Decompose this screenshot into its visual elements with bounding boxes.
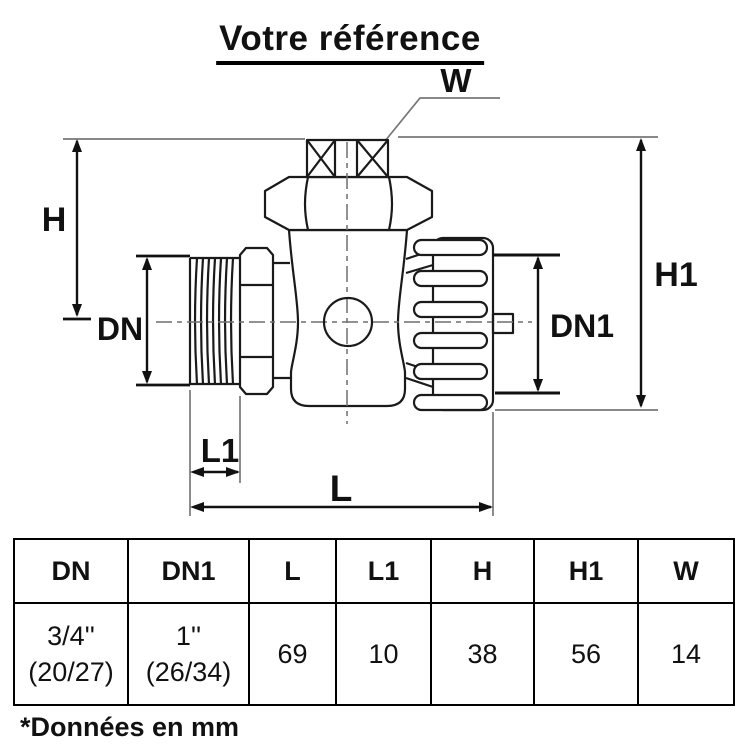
- extension-lines: [63, 97, 658, 516]
- cell-dn1-line1: 1'': [175, 620, 202, 651]
- col-header-dn1: DN1: [127, 538, 250, 604]
- cell-dn: 3/4'' (20/27): [13, 602, 129, 706]
- knob-rib: [412, 238, 489, 257]
- dim-label-l: L: [330, 468, 353, 509]
- col-header-l: L: [248, 538, 337, 604]
- cell-dn-line2: (20/27): [28, 657, 114, 687]
- cell-dn-line1: 3/4'': [47, 620, 95, 651]
- port-circle: [322, 296, 374, 348]
- stem: [491, 312, 515, 335]
- dim-label-h: H: [42, 201, 67, 239]
- valve-technical-drawing: W H DN DN1 H1 L1 L: [42, 62, 698, 516]
- dim-label-h1: H1: [654, 256, 697, 294]
- spec-table-header-row: DN DN1 L L1 H H1 W: [13, 538, 735, 604]
- dim-label-w: W: [440, 62, 472, 99]
- dim-label-dn1: DN1: [550, 308, 614, 344]
- cell-l: 69: [248, 602, 337, 706]
- threaded-end: [188, 256, 240, 386]
- col-header-h1: H1: [533, 538, 639, 604]
- dimension-labels: W H DN DN1 H1 L1 L: [42, 62, 698, 509]
- dim-label-l1: L1: [201, 432, 240, 469]
- spec-table-data-row: 3/4'' (20/27) 1'' (26/34) 69 10 38 56 14: [13, 602, 735, 706]
- dim-label-dn: DN: [97, 311, 143, 347]
- knob: [412, 236, 495, 412]
- cell-l1: 10: [335, 602, 432, 706]
- centerlines: [156, 142, 532, 424]
- valve-outline: [188, 138, 515, 412]
- knob-rib: [412, 300, 489, 319]
- units-footnote: *Données en mm: [20, 712, 240, 742]
- body: [287, 228, 409, 408]
- knob-rib: [412, 393, 489, 412]
- wrench-square: [305, 138, 390, 179]
- dimension-lines: [63, 138, 646, 512]
- knob-rib: [412, 269, 489, 288]
- spec-table: DN DN1 L L1 H H1 W 3/4'' (20/27) 1'' (26…: [13, 538, 735, 706]
- col-header-h: H: [430, 538, 535, 604]
- col-header-w: W: [637, 538, 735, 604]
- cell-w: 14: [637, 602, 735, 706]
- cell-dn1: 1'' (26/34): [127, 602, 250, 706]
- left-hex-nut: [238, 246, 275, 396]
- left-stub: [273, 261, 290, 380]
- knob-rib: [412, 362, 489, 381]
- cell-dn1-line2: (26/34): [145, 657, 232, 687]
- knob-rib: [412, 331, 489, 350]
- col-header-dn: DN: [13, 538, 129, 604]
- cell-h1: 56: [533, 602, 639, 706]
- w-leader-line: [384, 97, 500, 142]
- top-hex-nut: [263, 175, 434, 232]
- cell-h: 38: [430, 602, 535, 706]
- page-title: Votre référence: [216, 19, 484, 65]
- col-header-l1: L1: [335, 538, 432, 604]
